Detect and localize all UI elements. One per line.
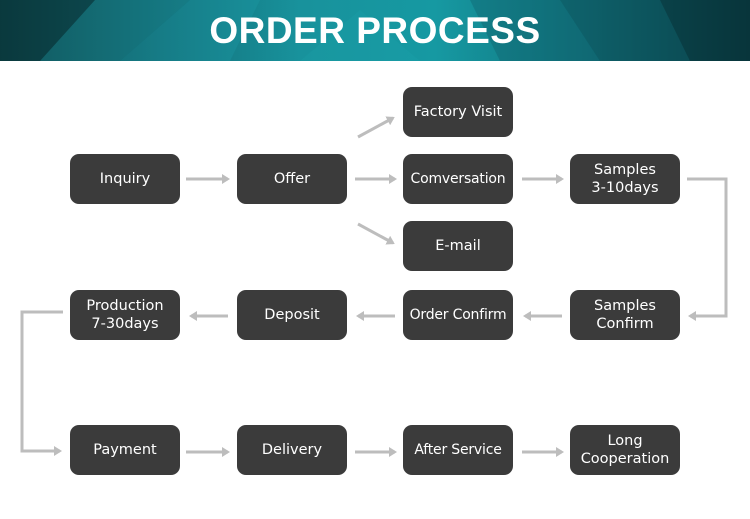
node-deposit: Deposit [237, 290, 347, 340]
arrow-production-to-payment [20, 310, 63, 456]
node-factory-visit-label: Factory Visit [413, 104, 503, 120]
node-long-cooperation-label: Long Cooperation [580, 433, 670, 467]
arrow-offer-to-factory-visit [357, 116, 395, 139]
node-offer-label: Offer [273, 171, 311, 187]
node-payment-label: Payment [93, 442, 157, 458]
node-production-label: Production 7-30days [86, 298, 164, 332]
node-email-label: E-mail [435, 238, 481, 254]
node-factory-visit: Factory Visit [403, 87, 513, 137]
node-offer: Offer [237, 154, 347, 204]
node-inquiry: Inquiry [70, 154, 180, 204]
node-long-cooperation: Long Cooperation [570, 425, 680, 475]
header-banner: ORDER PROCESS [0, 0, 750, 61]
node-email: E-mail [403, 221, 513, 271]
node-samples-confirm-label: Samples Confirm [594, 298, 656, 332]
node-conversation-label: Comversation [410, 171, 506, 187]
node-inquiry-label: Inquiry [99, 171, 151, 187]
node-delivery-label: Delivery [261, 442, 323, 458]
node-deposit-label: Deposit [264, 307, 320, 323]
node-conversation: Comversation [403, 154, 513, 204]
banner-facet-pattern [0, 0, 750, 61]
arrow-offer-to-email [357, 222, 395, 245]
node-delivery: Delivery [237, 425, 347, 475]
node-samples: Samples 3-10days [570, 154, 680, 204]
node-samples-confirm: Samples Confirm [570, 290, 680, 340]
node-after-service-label: After Service [414, 442, 502, 458]
page-title: ORDER PROCESS [209, 10, 541, 51]
node-samples-label: Samples 3-10days [591, 162, 659, 196]
node-order-confirm: Order Confirm [403, 290, 513, 340]
node-after-service: After Service [403, 425, 513, 475]
node-production: Production 7-30days [70, 290, 180, 340]
node-payment: Payment [70, 425, 180, 475]
arrow-samples-to-samples-confirm [687, 177, 728, 321]
node-order-confirm-label: Order Confirm [409, 307, 507, 323]
